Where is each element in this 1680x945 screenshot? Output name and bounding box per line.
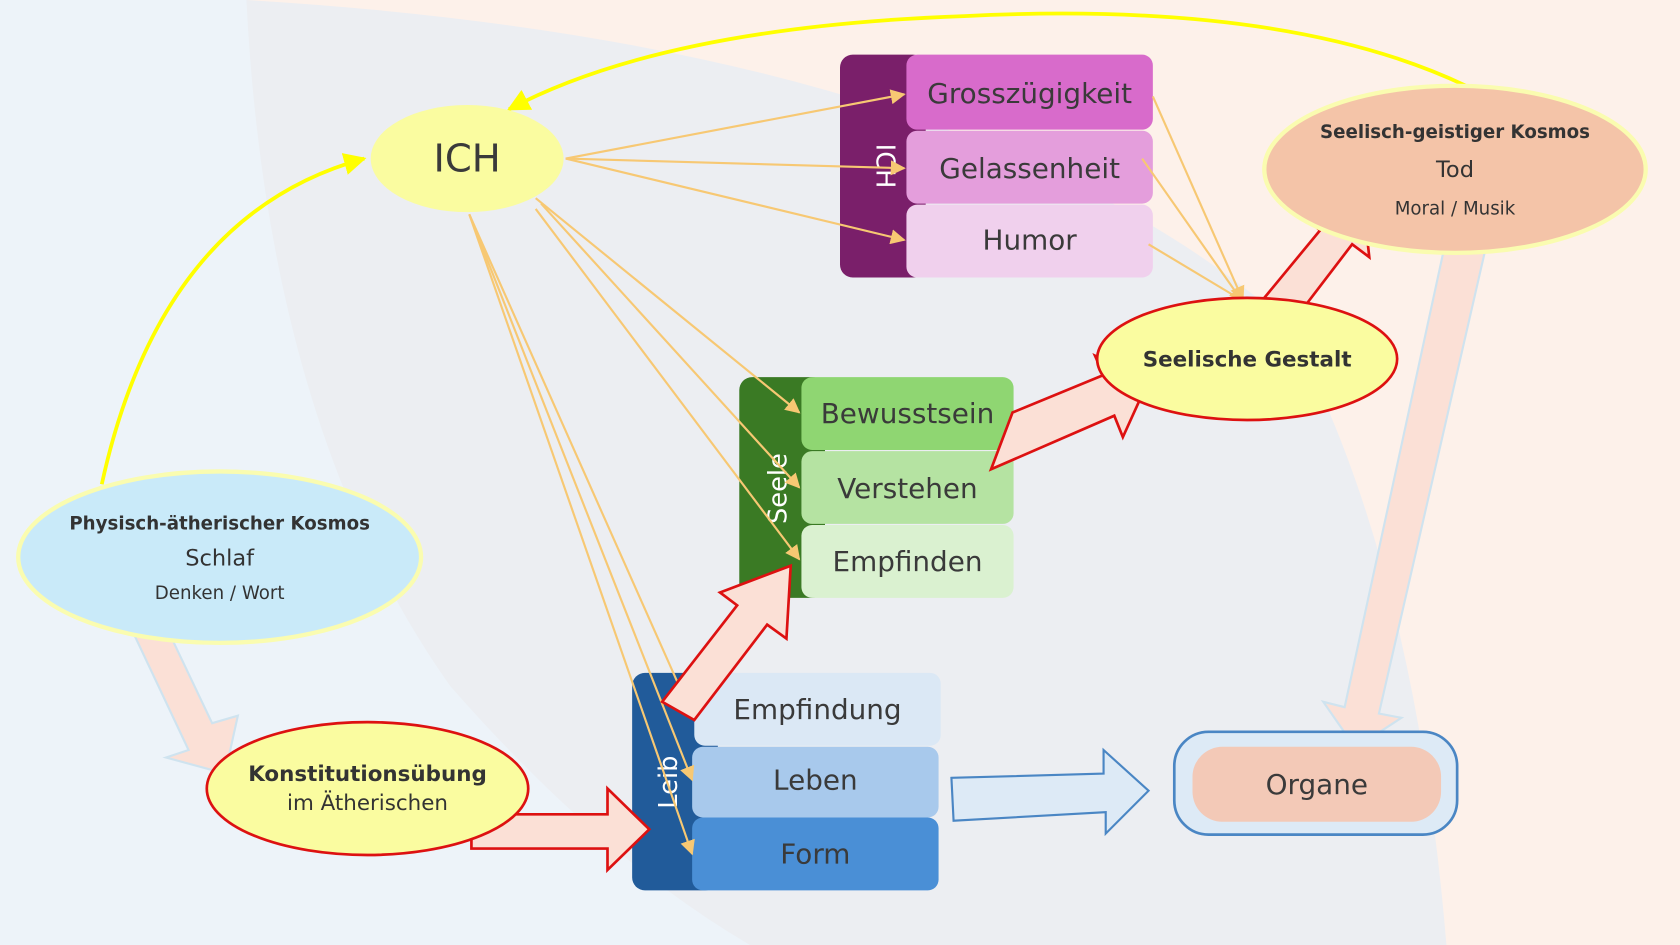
ich-item-grosszuegigkeit[interactable] [906, 54, 1153, 130]
ich-item-humor[interactable] [906, 204, 1153, 278]
thin-arrow-ich-bewusstsein [535, 197, 801, 414]
physisch-kosmos-line1: Schlaf [185, 546, 255, 572]
ich-item-gelassenheit[interactable] [906, 130, 1153, 204]
leib-item-form-label: Form [780, 838, 850, 871]
ich-node[interactable] [370, 105, 564, 213]
seele-group: Seele Bewusstsein Verstehen Empfinden [739, 377, 1014, 598]
thin-arrow-ich-leben [468, 213, 695, 782]
seele-item-bewusstsein[interactable] [801, 377, 1014, 450]
yellow-curve-physisch-to-ich [99, 153, 367, 485]
konstitution-node[interactable] [205, 720, 530, 857]
thin-arrow-grosszuegigkeit-gestalt [1151, 95, 1245, 302]
leib-item-leben-label: Leben [773, 764, 858, 797]
leib-item-form[interactable] [692, 817, 939, 891]
thin-arrow-ich-gelassenheit [565, 157, 906, 176]
seelische-gestalt-node[interactable] [1095, 296, 1399, 422]
leib-group-label: Leib [654, 756, 684, 809]
yellow-curve-seelisch-to-ich [506, 11, 1467, 111]
konstitution-line1: im Ätherischen [287, 790, 448, 816]
thin-arrow-ich-humor [565, 157, 906, 245]
arrow-konstitution-to-leib [470, 785, 652, 874]
thin-arrow-ich-empfindung [468, 213, 696, 722]
leib-item-empfindung-label: Empfindung [733, 693, 901, 726]
seelisch-kosmos-node[interactable] [1262, 83, 1648, 255]
thin-arrow-humor-gestalt [1148, 243, 1247, 304]
physisch-kosmos-node[interactable] [16, 469, 424, 645]
seele-item-verstehen[interactable] [801, 451, 1014, 524]
seelisch-kosmos-line1: Tod [1435, 157, 1474, 183]
ich-item-gelassenheit-label: Gelassenheit [939, 152, 1120, 185]
ich-item-grosszuegigkeit-label: Grosszügigkeit [927, 77, 1132, 110]
seelische-gestalt-label: Seelische Gestalt [1143, 347, 1352, 372]
seele-item-bewusstsein-label: Bewusstsein [821, 397, 995, 430]
leib-group: Leib Empfindung Leben Form [632, 672, 941, 891]
organe-node[interactable] [1192, 746, 1442, 822]
thin-arrow-ich-verstehen [540, 202, 801, 489]
ich-connections [468, 89, 1247, 856]
thin-arrow-ich-grosszuegigkeit [565, 89, 906, 160]
ich-group: ICH Grosszügigkeit Gelassenheit Humor [840, 54, 1153, 278]
ich-group-label: ICH [869, 144, 899, 189]
leib-item-leben[interactable] [692, 746, 939, 818]
ich-item-humor-label: Humor [983, 224, 1078, 257]
physisch-kosmos-line2: Denken / Wort [155, 583, 285, 604]
ich-node-label: ICH [433, 136, 500, 181]
seelisch-kosmos-line2: Moral / Musik [1395, 198, 1516, 219]
seelisch-kosmos-title: Seelisch-geistiger Kosmos [1320, 122, 1590, 143]
thin-arrow-gelassenheit-gestalt [1141, 157, 1244, 304]
seele-item-empfinden[interactable] [801, 525, 1014, 598]
arrow-leib-to-organe [950, 747, 1151, 837]
physisch-kosmos-title: Physisch-ätherischer Kosmos [69, 513, 370, 534]
seele-item-verstehen-label: Verstehen [837, 472, 977, 505]
seele-item-empfinden-label: Empfinden [832, 545, 982, 578]
konstitution-title: Konstitutionsübung [248, 762, 487, 787]
thin-arrow-ich-empfinden [534, 208, 801, 561]
arrow-leib-to-seele [660, 563, 793, 722]
organe-label: Organe [1266, 768, 1368, 801]
thin-arrow-ich-form [468, 213, 695, 856]
leib-item-empfindung[interactable] [694, 672, 941, 746]
ich-group-bar [840, 54, 926, 278]
